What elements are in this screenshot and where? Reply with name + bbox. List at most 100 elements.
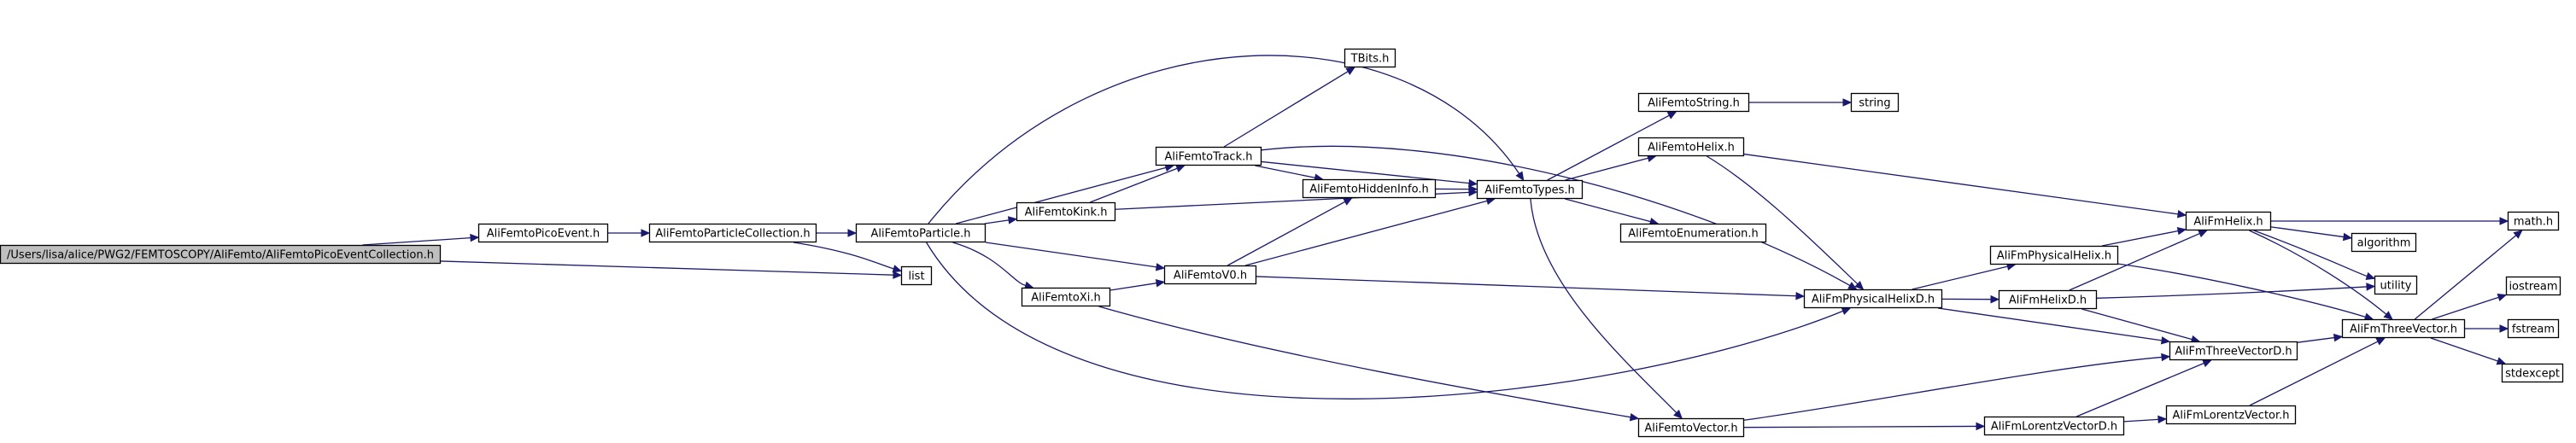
node-label: AliFmHelixD.h xyxy=(2009,294,2087,307)
edge-threevec-to-math xyxy=(2414,230,2523,320)
edge-line xyxy=(1244,200,1488,266)
node-box xyxy=(2507,211,2560,231)
edge-line xyxy=(793,242,894,270)
edge-line xyxy=(1565,157,1648,181)
edge-line xyxy=(956,166,1167,224)
node-types[interactable]: AliFemtoTypes.h xyxy=(1476,179,1584,200)
node-label: utility xyxy=(2380,280,2412,293)
node-box xyxy=(1163,265,1257,285)
node-label: AliFemtoXi.h xyxy=(1031,292,1101,305)
edge-line xyxy=(952,242,1027,287)
edge-line xyxy=(2096,286,2368,299)
edge-line xyxy=(926,242,1844,399)
edge-types-to-enumeration xyxy=(1565,198,1660,226)
node-box xyxy=(1155,146,1262,166)
arrowhead-icon xyxy=(1629,413,1640,422)
node-lorentz[interactable]: AliFmLorentzVector.h xyxy=(2165,405,2297,425)
node-box xyxy=(2341,318,2466,339)
edge-fmhelix-to-math xyxy=(2271,217,2509,225)
node-particle[interactable]: AliFemtoParticle.h xyxy=(855,223,986,243)
arrowhead-icon xyxy=(1175,165,1186,172)
arrowhead-icon xyxy=(2499,217,2509,225)
edge-line xyxy=(2253,230,2368,277)
node-v0[interactable]: AliFemtoV0.h xyxy=(1163,265,1257,285)
node-box xyxy=(900,265,933,286)
node-threevecd[interactable]: AliFmThreeVectorD.h xyxy=(2169,341,2298,361)
node-track[interactable]: AliFemtoTrack.h xyxy=(1155,146,1262,166)
node-fmhelixd[interactable]: AliFmHelixD.h xyxy=(1998,289,2098,310)
edge-line xyxy=(1743,153,2179,215)
node-label: AliFmThreeVector.h xyxy=(2350,324,2457,336)
arrowhead-icon xyxy=(892,265,903,273)
node-picoevent[interactable]: AliFemtoPicoEvent.h xyxy=(477,223,609,243)
arrowhead-icon xyxy=(847,229,858,237)
node-label: math.h xyxy=(2514,216,2553,229)
node-label: stdexcept xyxy=(2505,368,2560,381)
edge-line xyxy=(2270,226,2345,238)
arrowhead-icon xyxy=(641,229,651,237)
edge-xi-to-v0 xyxy=(1109,279,1166,291)
node-box xyxy=(1998,289,2098,310)
node-vector[interactable]: AliFemtoVector.h xyxy=(1637,417,1745,438)
node-root[interactable]: /Users/lisa/alice/PWG2/FEMTOSCOPY/AliFem… xyxy=(0,244,442,265)
edge-v0-to-physhelixd xyxy=(1256,276,1806,300)
edge-line xyxy=(1547,114,1670,181)
node-list: list xyxy=(900,265,933,286)
node-hidden[interactable]: AliFemtoHiddenInfo.h xyxy=(1302,178,1437,199)
edge-line xyxy=(362,236,471,246)
node-physhelix[interactable]: AliFmPhysicalHelix.h xyxy=(1989,245,2119,265)
edge-line xyxy=(2101,230,2179,247)
node-label: AliFemtoPicoEvent.h xyxy=(487,228,600,241)
node-box xyxy=(2507,318,2560,339)
edge-root-to-list xyxy=(440,260,903,279)
arrowhead-icon xyxy=(2375,337,2386,346)
node-math: math.h xyxy=(2507,211,2560,231)
arrowhead-icon xyxy=(1976,422,1986,431)
node-particlecoll[interactable]: AliFemtoParticleCollection.h xyxy=(648,223,817,243)
edge-threevec-to-fstream xyxy=(2465,324,2509,333)
edge-line xyxy=(1938,307,2163,341)
edge-track-to-tbits xyxy=(1223,67,1355,148)
edge-threevec-to-iostream xyxy=(2432,293,2508,320)
edge-line xyxy=(1261,145,1851,287)
edge-line xyxy=(984,219,1010,224)
edge-v0-to-types xyxy=(1244,196,1496,266)
node-helix[interactable]: AliFemtoHelix.h xyxy=(1637,137,1745,157)
edge-particle-to-v0 xyxy=(985,242,1166,271)
edge-physhelixd-to-threevecd xyxy=(1938,307,2171,345)
node-xi[interactable]: AliFemtoXi.h xyxy=(1021,287,1111,307)
node-box xyxy=(2185,211,2272,231)
edge-line xyxy=(2414,235,2517,320)
node-box xyxy=(1476,179,1584,200)
node-physhelixd[interactable]: AliFmPhysicalHelixD.h xyxy=(1803,289,1943,309)
node-label: AliFmPhysicalHelixD.h xyxy=(1812,294,1935,306)
edge-types-to-string_h xyxy=(1547,111,1677,181)
edge-threevec-to-stdexcept xyxy=(2430,337,2507,365)
node-label: TBits.h xyxy=(1350,53,1390,66)
node-box xyxy=(0,244,442,265)
edge-particle-to-xi xyxy=(952,242,1034,289)
arrowhead-icon xyxy=(470,233,480,242)
node-kink[interactable]: AliFemtoKink.h xyxy=(1016,201,1116,222)
edge-line xyxy=(1223,71,1349,148)
edge-line xyxy=(1256,276,1797,297)
edge-string_h-to-string xyxy=(1749,98,1853,107)
node-box xyxy=(1021,287,1111,307)
edge-line xyxy=(1706,155,1859,285)
node-string: string xyxy=(1850,92,1900,113)
arrowhead-icon xyxy=(2383,311,2393,320)
edge-particle-to-physhelixd xyxy=(926,242,1852,399)
node-box xyxy=(1803,289,1943,309)
arrowhead-icon xyxy=(2202,359,2212,368)
arrowhead-icon xyxy=(2161,353,2171,362)
arrowhead-icon xyxy=(1007,216,1018,224)
node-threevec[interactable]: AliFmThreeVector.h xyxy=(2341,318,2466,339)
node-fmhelix[interactable]: AliFmHelix.h xyxy=(2185,211,2272,231)
arrowhead-icon xyxy=(1841,307,1852,316)
node-layer: /Users/lisa/alice/PWG2/FEMTOSCOPY/AliFem… xyxy=(0,48,2564,438)
node-string_h[interactable]: AliFemtoString.h xyxy=(1637,92,1750,113)
node-label: AliFmHelix.h xyxy=(2193,216,2263,229)
node-enumeration[interactable]: AliFemtoEnumeration.h xyxy=(1619,223,1767,243)
node-lorentzd[interactable]: AliFmLorentzVectorD.h xyxy=(1983,416,2125,436)
arrowhead-icon xyxy=(1155,279,1166,288)
